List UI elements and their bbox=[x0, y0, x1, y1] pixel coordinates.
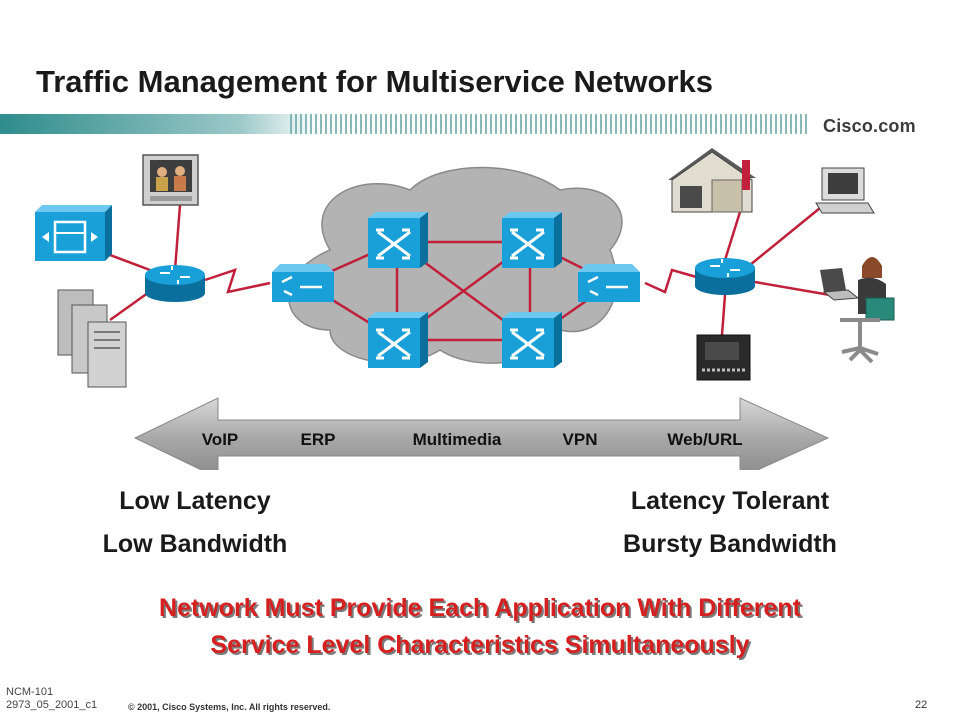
network-diagram: VoIP ERP Multimedia VPN Web/URL bbox=[35, 148, 895, 470]
right-caption-line2: Bursty Bandwidth bbox=[623, 530, 837, 558]
slide-title: Traffic Management for Multiservice Netw… bbox=[36, 64, 714, 99]
right-caption-line1: Latency Tolerant bbox=[630, 487, 830, 515]
home-office-icon bbox=[668, 148, 756, 213]
title-band bbox=[0, 114, 960, 134]
left-caption-line1: Low Latency bbox=[119, 487, 271, 515]
laptop-user-icon bbox=[820, 257, 895, 364]
atm-switch-icon bbox=[368, 312, 428, 368]
edge-switch-icon bbox=[578, 264, 640, 302]
brand-label: Cisco.com bbox=[823, 116, 916, 136]
spectrum-labels: VoIP ERP Multimedia VPN Web/URL bbox=[202, 430, 743, 449]
spectrum-label-voip: VoIP bbox=[202, 430, 239, 449]
video-monitor-icon bbox=[142, 154, 199, 206]
edge-switch-icon bbox=[272, 264, 334, 302]
spectrum-label-multimedia: Multimedia bbox=[413, 430, 502, 449]
router-icon bbox=[695, 258, 755, 295]
message-line1: Network Must Provide Each Application Wi… bbox=[159, 594, 801, 622]
server-stack-icon bbox=[57, 289, 127, 388]
pbx-icon bbox=[696, 334, 751, 381]
spectrum-arrow bbox=[133, 397, 830, 470]
router-icon bbox=[145, 265, 205, 302]
atm-switch-icon bbox=[502, 312, 562, 368]
ip-phone-icon bbox=[35, 205, 112, 261]
footer-code: 2973_05_2001_c1 bbox=[6, 699, 98, 711]
atm-switch-icon bbox=[502, 212, 562, 268]
spectrum-label-erp: ERP bbox=[301, 430, 336, 449]
message-line2: Service Level Characteristics Simultaneo… bbox=[210, 631, 750, 659]
left-caption-line2: Low Bandwidth bbox=[102, 530, 288, 558]
access-links bbox=[109, 204, 831, 336]
spectrum-label-web-url: Web/URL bbox=[667, 430, 742, 449]
wan-cloud bbox=[288, 166, 623, 364]
pc-terminal-icon bbox=[815, 167, 875, 214]
footer-copyright: © 2001, Cisco Systems, Inc. All rights r… bbox=[128, 702, 331, 712]
atm-switch-icon bbox=[368, 212, 428, 268]
footer-course: NCM-101 bbox=[6, 686, 54, 698]
spectrum-label-vpn: VPN bbox=[563, 430, 598, 449]
page-number: 22 bbox=[915, 699, 928, 711]
